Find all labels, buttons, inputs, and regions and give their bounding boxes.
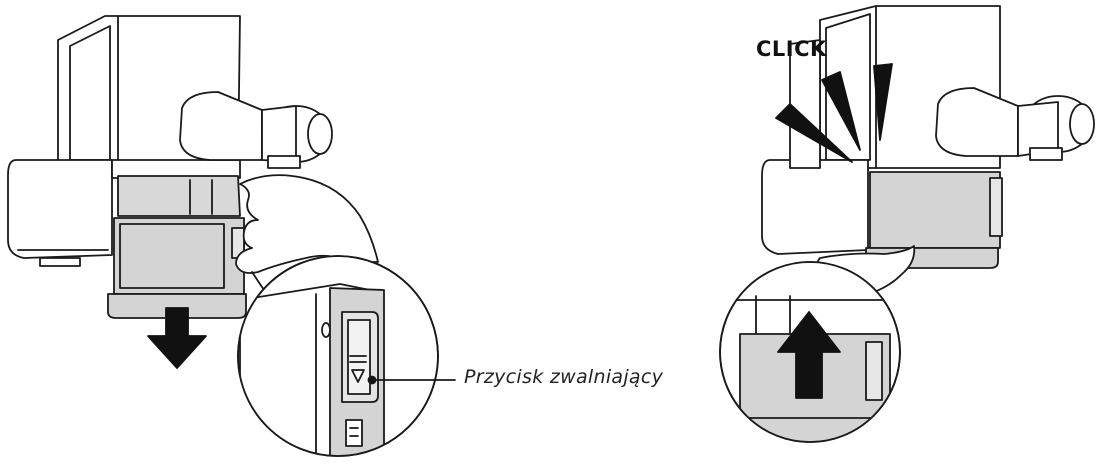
device-lower-body — [7, 159, 113, 259]
device-lower-body-right — [761, 159, 869, 255]
click-sound-marks — [775, 63, 893, 163]
up-arrow — [777, 311, 841, 399]
device-nozzle-right — [935, 87, 1095, 161]
click-label: CLICK — [756, 37, 827, 61]
hand-left — [235, 174, 379, 274]
right-detail-circle — [719, 261, 901, 443]
down-arrow — [147, 307, 207, 369]
battery-pack-left — [107, 175, 247, 319]
device-nozzle — [179, 91, 333, 169]
release-button-label: Przycisk zwalniający — [464, 366, 664, 388]
left-detail-circle — [237, 255, 439, 457]
release-button-detail — [341, 311, 379, 403]
left-figure-device — [7, 15, 379, 369]
